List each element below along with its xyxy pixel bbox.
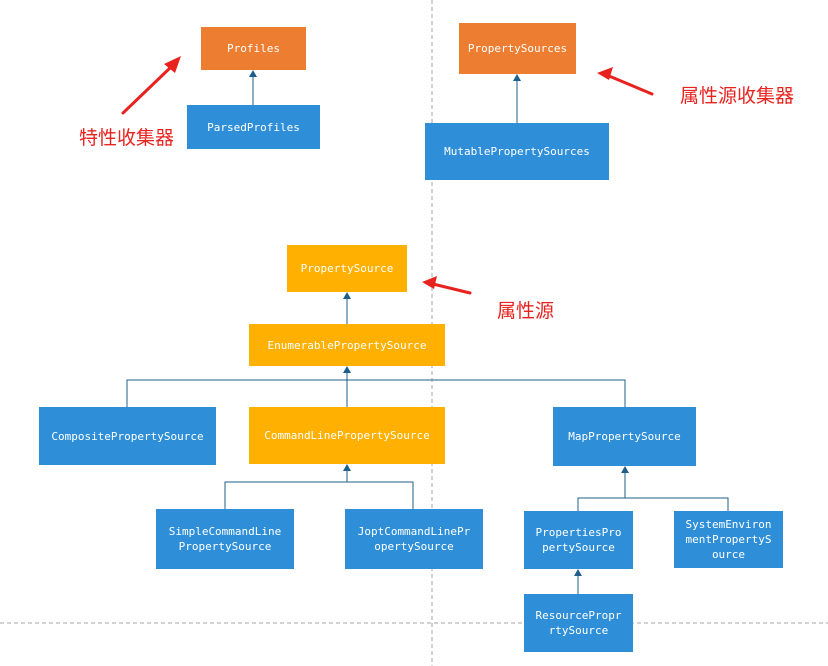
annotation-property-sources-collector: 属性源收集器 [680, 85, 795, 107]
node-resource-property-source: ResourcePropr rtySource [524, 594, 633, 652]
node-property-sources: PropertySources [459, 23, 576, 74]
node-simple-command-line-property-source: SimpleCommandLine PropertySource [156, 509, 294, 569]
annotation-property-source: 属性源 [497, 300, 555, 322]
edge-children-map [577, 497, 729, 511]
red-arrow-propertysource [422, 276, 437, 289]
arrowhead-map [621, 466, 629, 473]
annotation-profiles-collector: 特性收集器 [79, 127, 175, 149]
node-enumerable-property-source: EnumerablePropertySource [249, 324, 445, 366]
node-jopt-command-line-property-source: JoptCommandLinePr opertySource [345, 509, 483, 569]
node-parsed-profiles: ParsedProfiles [187, 105, 320, 149]
node-property-source: PropertySource [287, 245, 407, 292]
arrowhead-profiles [249, 70, 257, 77]
red-arrow-propertysources-shaft [607, 74, 654, 96]
node-properties-property-source: PropertiesPro pertySource [524, 511, 633, 569]
red-arrow-propertysource-shaft [431, 282, 472, 295]
red-arrow-profiles-shaft [121, 65, 173, 115]
arrowhead-enumerable [343, 366, 351, 373]
node-map-property-source: MapPropertySource [553, 407, 696, 466]
node-profiles: Profiles [201, 27, 306, 70]
node-composite-property-source: CompositePropertySource [39, 407, 216, 465]
edge-children-enumerable [126, 379, 626, 407]
arrowhead-propertysource [343, 292, 351, 299]
arrowhead-commandline [343, 464, 351, 471]
node-system-environment-property-source: SystemEnviron mentPropertyS ource [674, 511, 783, 568]
node-mutable-property-sources: MutablePropertySources [425, 123, 609, 180]
red-arrow-profiles [164, 56, 181, 73]
arrowhead-propertysources [513, 74, 521, 81]
node-command-line-property-source: CommandLinePropertySource [249, 407, 445, 464]
arrowhead-properties [574, 569, 582, 576]
edge-children-commandline [224, 481, 414, 509]
